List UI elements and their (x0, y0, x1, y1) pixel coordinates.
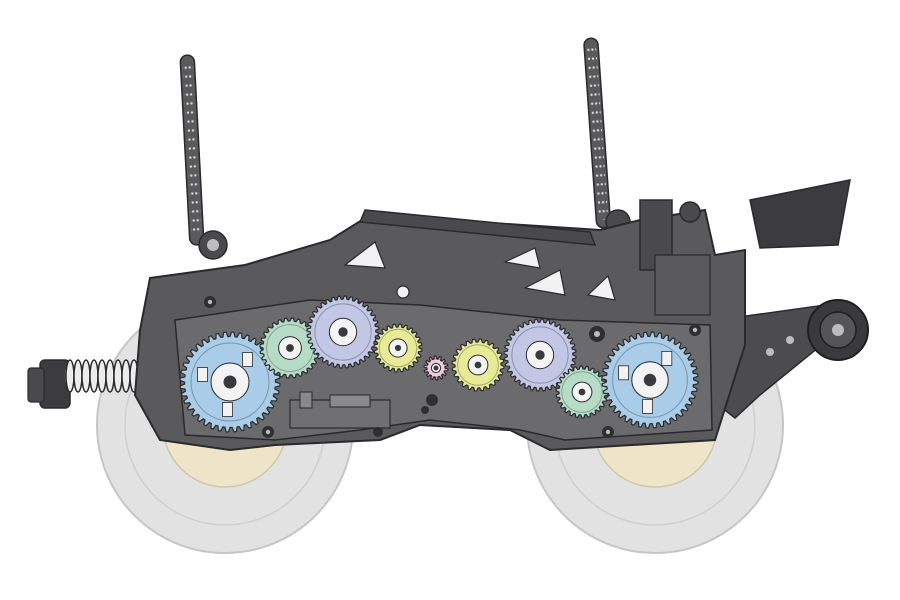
spring-coil (97, 359, 107, 393)
spring-coil (73, 359, 83, 393)
spring-coil (105, 359, 115, 393)
front-idler-small (451, 338, 505, 392)
rear-body-post (179, 54, 228, 260)
center-pinion (423, 355, 449, 381)
front-axle-gear (601, 331, 699, 429)
gear-train (179, 295, 699, 433)
rear-idler-large (306, 295, 380, 369)
rear-counter-gear (259, 317, 321, 379)
spring-coil (113, 359, 123, 393)
rear-idler-small (373, 323, 423, 373)
spring-coil (89, 359, 99, 393)
spring-coil (65, 359, 75, 393)
rear-axle-gear (179, 331, 281, 433)
spring-coil (81, 359, 91, 393)
front-roller (807, 299, 869, 361)
front-counter-gear (555, 365, 609, 419)
front-idler-large (503, 318, 577, 392)
spring-coil (121, 359, 131, 393)
front-body-post (583, 37, 631, 235)
